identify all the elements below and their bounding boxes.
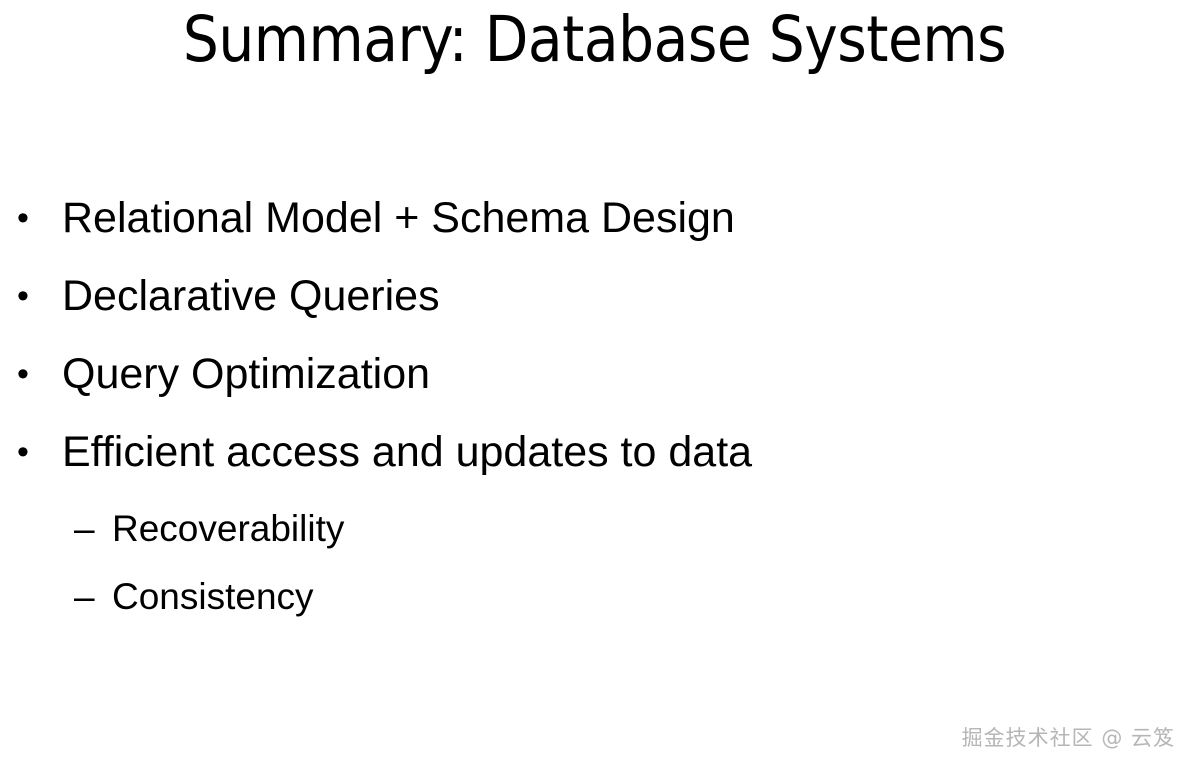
list-item: • Relational Model + Schema Design — [0, 186, 760, 250]
dash-marker-icon: – — [74, 576, 95, 617]
page-title: Summary: Database Systems — [182, 3, 1007, 76]
bullet-marker-icon: • — [17, 199, 29, 237]
list-item-label: Declarative Queries — [62, 272, 440, 320]
sub-list-item-label: Recoverability — [112, 508, 345, 549]
sub-bullet-list: – Recoverability – Consistency — [0, 498, 760, 628]
list-item-label: Query Optimization — [62, 350, 431, 398]
list-item: • Declarative Queries — [0, 264, 760, 328]
dash-marker-icon: – — [74, 508, 95, 549]
bullet-marker-icon: • — [17, 277, 29, 315]
sub-list-item: – Recoverability — [0, 498, 760, 560]
list-item: • Efficient access and updates to data — [0, 420, 760, 484]
list-item-label: Efficient access and updates to data — [62, 428, 753, 476]
watermark: 掘金技术社区 @ 云笈 — [961, 726, 1175, 750]
list-item-label: Relational Model + Schema Design — [62, 194, 735, 242]
list-item: • Query Optimization — [0, 342, 760, 406]
sub-list-item: – Consistency — [0, 566, 760, 628]
bullet-marker-icon: • — [17, 355, 29, 393]
sub-list-item-label: Consistency — [112, 576, 314, 617]
bullet-list: • Relational Model + Schema Design • Dec… — [0, 186, 760, 634]
bullet-marker-icon: • — [17, 433, 29, 471]
